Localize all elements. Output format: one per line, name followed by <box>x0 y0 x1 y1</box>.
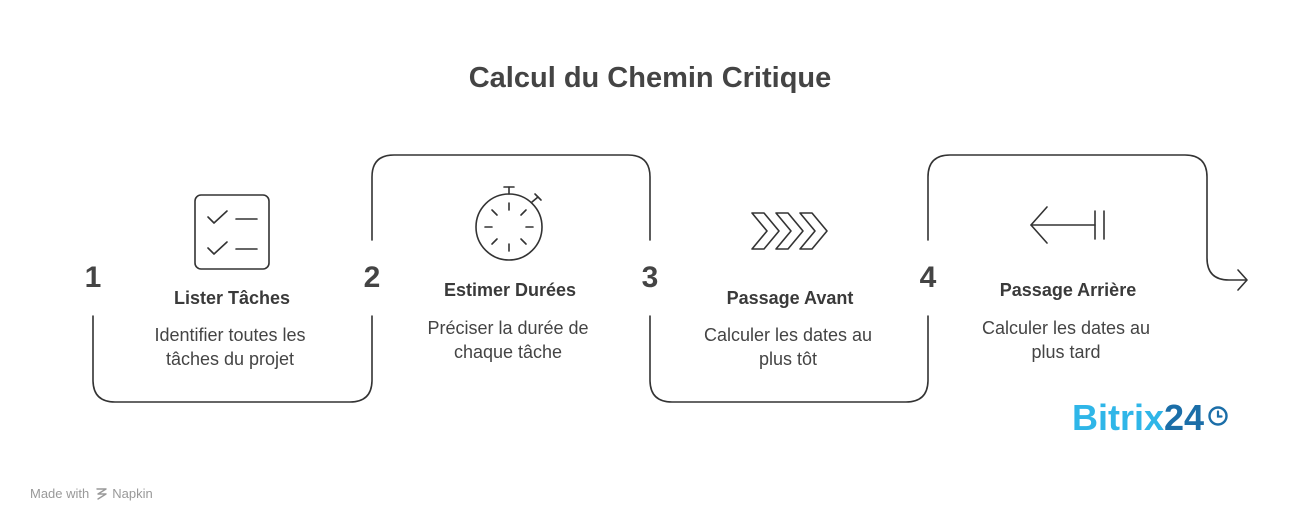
made-with-napkin-footer: Made with Napkin <box>30 486 153 501</box>
brand-name-part-1: Bitrix <box>1072 397 1165 438</box>
step-description-1-line-2: tâches du projet <box>165 349 295 369</box>
step-title-4: Passage Arrière <box>999 280 1137 300</box>
step-description-1-line-1: Identifier toutes les <box>154 325 306 345</box>
flow-line-segment-2 <box>371 154 651 241</box>
bitrix24-logo: Bitrix 24 <box>1072 398 1229 438</box>
step-description-2: Préciser la durée de chaque tâche <box>388 316 628 364</box>
stopwatch-tick <box>520 209 527 216</box>
clock-icon <box>1208 406 1228 426</box>
footer-prefix: Made with <box>30 486 90 501</box>
flow-line-segment-4 <box>927 154 1247 281</box>
brand-name-part-2: 24 <box>1164 397 1205 438</box>
napkin-logo-icon <box>96 488 107 500</box>
backward-arrow-icon <box>1030 206 1105 244</box>
step-description-4: Calculer les dates au plus tard <box>946 316 1186 364</box>
flow-line-segment-3 <box>649 315 929 403</box>
stopwatch-tick <box>491 209 498 216</box>
step-description-4-line-1: Calculer les dates au <box>981 318 1151 338</box>
step-title-2: Estimer Durées <box>443 280 577 300</box>
stopwatch-tick <box>491 238 498 245</box>
step-number-3: 3 <box>641 261 659 294</box>
step-description-2-line-2: chaque tâche <box>453 342 563 362</box>
step-description-1: Identifier toutes les tâches du projet <box>110 323 350 371</box>
step-number-4: 4 <box>919 261 937 294</box>
flow-end-arrowhead <box>1237 269 1248 291</box>
step-description-4-line-2: plus tard <box>1031 342 1101 362</box>
step-description-3: Calculer les dates au plus tôt <box>668 323 908 371</box>
page-title: Calcul du Chemin Critique <box>468 62 832 94</box>
checklist-icon <box>194 194 270 270</box>
forward-chevrons-icon <box>751 212 828 250</box>
step-number-1: 1 <box>84 261 102 294</box>
footer-brand: Napkin <box>112 486 153 501</box>
step-title-3: Passage Avant <box>726 288 854 308</box>
step-description-3-line-2: plus tôt <box>758 349 818 369</box>
stopwatch-icon <box>475 186 543 261</box>
step-description-3-line-1: Calculer les dates au <box>703 325 873 345</box>
flow-line-segment-1 <box>92 315 373 403</box>
step-description-2-line-1: Préciser la durée de <box>427 318 589 338</box>
step-number-2: 2 <box>363 261 381 294</box>
stopwatch-tick <box>520 238 527 245</box>
step-title-1: Lister Tâches <box>173 288 291 308</box>
